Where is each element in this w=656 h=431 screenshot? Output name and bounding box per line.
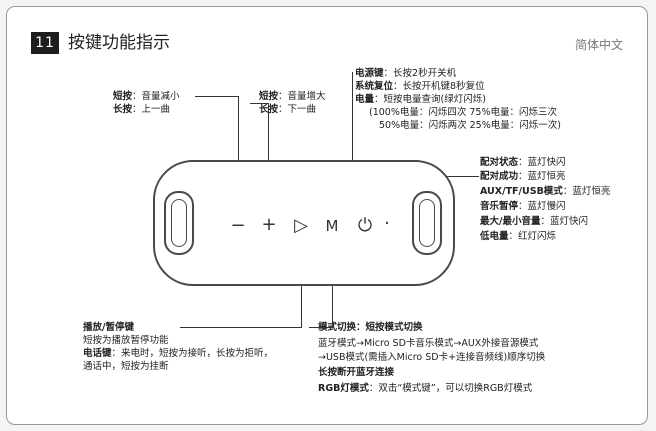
call-key-desc-2: 通话中，短按为挂断 (83, 361, 169, 372)
mode-sequence-1: 蓝牙模式→Micro SD卡音乐模式→AUX外接音源模式 (318, 338, 539, 349)
bt-disconnect-text: 长按断开蓝牙连接 (318, 367, 395, 378)
mode-sequence-2: →USB模式(需插入Micro SD卡+连接音频线)顺序切换 (318, 352, 546, 363)
indicator-maxmin: 最大/最小音量：蓝灯快闪 (480, 216, 589, 227)
power-key-text: 电源键：长按2秒开关机 (355, 68, 457, 79)
mode-button[interactable]: M (325, 217, 339, 235)
leader-line (250, 103, 269, 104)
leader-line (238, 96, 239, 214)
play-pause-button[interactable]: ▷ (294, 215, 308, 236)
led-indicator: · (384, 213, 390, 234)
system-reset-text: 系统复位：长按开机键8秒复位 (355, 81, 485, 92)
leader-line (309, 327, 333, 328)
indicator-low: 低电量：红灯闪烁 (480, 231, 557, 242)
battery-levels-2: 50%电量：闪烁两次 25%电量：闪烁一次) (379, 120, 561, 131)
leader-line (268, 103, 269, 214)
volume-down-long: 长按：上一曲 (113, 104, 171, 115)
speaker-body (153, 160, 455, 286)
power-button[interactable]: ⏻ (357, 215, 373, 236)
left-end-cap-inner (171, 199, 187, 247)
right-end-cap-inner (419, 199, 435, 247)
indicator-pairing: 配对状态：蓝灯快闪 (480, 157, 566, 168)
indicator-paired: 配对成功：蓝灯恒亮 (480, 171, 566, 182)
volume-up-short: 短按：音量增大 (259, 91, 326, 102)
volume-down-button[interactable]: − (230, 215, 246, 236)
play-key-title: 播放/暂停键 (83, 322, 134, 333)
indicator-aux: AUX/TF/USB模式：蓝灯恒亮 (480, 186, 611, 197)
battery-text: 电量：短按电量查询(绿灯闪烁) (355, 94, 486, 105)
call-key-desc: 电话键：来电时，短按为接听，长按为拒听， (83, 348, 274, 359)
leader-line (180, 327, 302, 328)
right-end-cap (412, 191, 442, 255)
indicator-pause: 音乐暂停：蓝灯慢闪 (480, 201, 566, 212)
play-key-desc: 短按为播放暂停功能 (83, 335, 169, 346)
section-number: 11 (31, 32, 59, 54)
volume-up-button[interactable]: + (261, 214, 277, 235)
leader-line (352, 72, 353, 214)
rgb-mode-text: RGB灯模式：双击“模式键”，可以切换RGB灯模式 (318, 383, 533, 394)
language-label: 简体中文 (575, 38, 624, 52)
page-title: 按键功能指示 (68, 33, 170, 53)
mode-title: 模式切换：短按模式切换 (318, 322, 423, 333)
volume-down-short: 短按：音量减小 (113, 91, 180, 102)
leader-line (195, 96, 239, 97)
battery-levels-1: (100%电量：闪烁四次 75%电量：闪烁三次 (369, 107, 558, 118)
left-end-cap (164, 191, 194, 255)
